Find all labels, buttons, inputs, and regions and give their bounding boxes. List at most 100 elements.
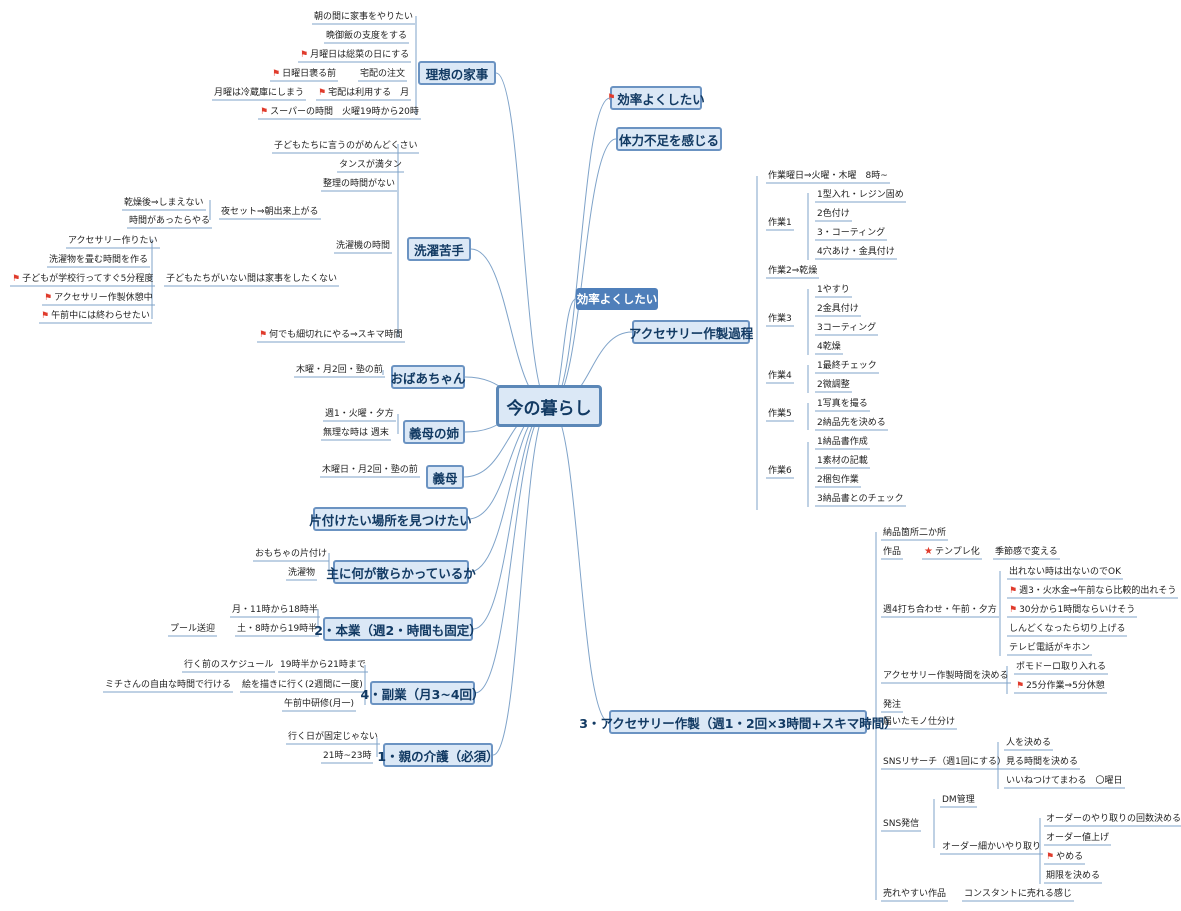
main-stamina[interactable]: 体力不足を感じる [616,127,722,151]
topic[interactable]: 週4打ち合わせ・午前・夕方 [883,605,997,615]
topic[interactable]: 1やすり [817,285,850,295]
topic[interactable]: ⚑スーパーの時間 火曜19時から20時 [258,106,421,118]
topic[interactable]: 1素材の記載 [817,456,868,466]
main-ideal-housework[interactable]: 理想の家事 [418,61,496,85]
topic[interactable]: 期限を決める [1046,871,1101,881]
topic[interactable]: ⚑アクセサリー作製休憩中 [42,292,155,304]
topic[interactable]: 時間があったらやる [129,216,211,226]
topic[interactable]: ミチさんの自由な時間で行ける [105,680,232,690]
main-main-job[interactable]: 2・本業（週2・時間も固定） [314,617,482,641]
topic[interactable]: アクセサリー作製時間を決める [883,671,1009,681]
topic[interactable]: 週1・火曜・夕方 [325,409,394,419]
topic[interactable]: ⚑30分から1時間ならいけそう [1007,604,1137,616]
topic[interactable]: 19時半から21時まで [280,660,366,670]
topic[interactable]: 夜セット⇒朝出来上がる [221,207,319,217]
topic[interactable]: ⚑子どもが学校行ってすぐ5分程度 [10,273,155,285]
topic[interactable]: 見る時間を決める [1006,757,1079,767]
topic[interactable]: 作業曜日⇒火曜・木曜 8時~ [768,171,888,181]
topic[interactable]: しんどくなったら切り上げる [1009,624,1126,634]
topic[interactable]: SNSリサーチ（週1回にする） [883,757,1006,767]
central-topic[interactable]: 今の暮らし [496,385,602,427]
topic[interactable]: 出れない時は出ないのでOK [1009,567,1121,577]
topic[interactable]: 1最終チェック [817,361,877,371]
main-find-place[interactable]: 片付けたい場所を見つけたい [309,507,472,531]
topic[interactable]: 1写真を撮る [817,399,868,409]
topic[interactable]: 整理の時間がない [323,179,396,189]
topic[interactable]: 2金具付け [817,304,859,314]
topic[interactable]: オーダー細かいやり取り [942,842,1042,852]
topic[interactable]: 発注 [883,700,902,710]
topic[interactable]: ⚑何でも細切れにやる⇒スキマ時間 [257,329,405,341]
topic[interactable]: 宅配の注文 [360,69,406,79]
topic[interactable]: 無理な時は 週末 [323,428,389,438]
main-sister-in-law[interactable]: 義母の姉 [403,420,465,444]
topic[interactable]: ⚑月曜日は総菜の日にする [298,49,411,61]
topic[interactable]: おもちゃの片付け [255,549,328,559]
topic[interactable]: ⚑宅配は利用する 月 [316,87,411,99]
topic[interactable]: 3コーティング [817,323,877,333]
topic[interactable]: 21時~23時 [323,751,372,761]
topic[interactable]: ⚑日曜日褒る前 [270,68,338,80]
topic[interactable]: 季節感で変える [995,547,1058,557]
topic[interactable]: 作業4 [768,371,792,381]
floating-label[interactable]: 効率よくしたい [576,288,658,310]
topic[interactable]: 木曜・月2回・塾の前 [296,365,383,375]
topic[interactable]: 4穴あけ・金具付け [817,247,895,257]
topic[interactable]: 洗濯物 [288,568,316,578]
topic[interactable]: 1納品書作成 [817,437,868,447]
main-care[interactable]: 1・親の介護（必須） [377,743,499,767]
topic[interactable]: テレビ電話がキホン [1009,643,1091,653]
topic[interactable]: ⚑週3・火水金⇒午前なら比較的出れそう [1007,585,1178,597]
topic[interactable]: 3納品書とのチェック [817,494,904,504]
topic[interactable]: 人を決める [1006,738,1052,748]
main-scattered[interactable]: 主に何が散らかっているか [326,560,476,584]
topic[interactable]: 作業3 [768,314,792,324]
topic[interactable]: 朝の間に家事をやりたい [314,12,414,22]
topic[interactable]: ポモドーロ取り入れる [1016,662,1107,672]
topic[interactable]: アクセサリー作りたい [68,236,158,246]
topic[interactable]: ⚑やめる [1044,851,1085,863]
topic[interactable]: SNS発信 [883,819,920,829]
topic[interactable]: ⚑午前中には終わらせたい [39,310,152,322]
main-laundry[interactable]: 洗濯苦手 [407,237,471,261]
topic[interactable]: 行く日が固定じゃない [288,732,379,742]
topic[interactable]: 4乾燥 [817,342,841,352]
topic[interactable]: 2微調整 [817,380,850,390]
topic[interactable]: 乾燥後⇒しまえない [124,198,204,208]
topic[interactable]: プール送迎 [170,624,216,634]
topic[interactable]: 洗濯機の時間 [336,241,391,251]
topic[interactable]: 晩御飯の支度をする [326,31,408,41]
topic[interactable]: 木曜日・月2回・塾の前 [322,465,418,475]
main-accessory-making[interactable]: 3・アクセサリー作製（週1・2回×3時間+スキマ時間） [579,710,897,734]
topic[interactable]: 納品箇所二か所 [883,528,947,538]
topic[interactable]: 届いたモノ仕分け [883,717,956,727]
topic[interactable]: 作業5 [768,409,792,419]
topic[interactable]: 作品 [883,547,902,557]
topic[interactable]: 洗濯物を畳む時間を作る [49,255,149,265]
topic[interactable]: 午前中研修(月一) [284,699,355,709]
topic[interactable]: 絵を描きに行く(2週間に一度) [242,680,363,690]
topic[interactable]: 子どもたちに言うのがめんどくさい [274,141,418,151]
topic[interactable]: オーダー値上げ [1046,833,1110,843]
topic[interactable]: いいねつけてまわる 〇曜日 [1006,776,1123,786]
topic[interactable]: タンスが満タン [339,160,402,170]
topic[interactable]: コンスタントに売れる感じ [964,889,1072,899]
topic[interactable]: 2色付け [817,209,850,219]
topic[interactable]: 作業6 [768,466,792,476]
topic[interactable]: 作業2⇒乾燥 [768,266,818,276]
topic[interactable]: 2納品先を決める [817,418,886,428]
topic[interactable]: 土・8時から19時半 [237,624,318,634]
topic[interactable]: 行く前のスケジュール [184,660,274,670]
topic[interactable]: 作業1 [768,218,792,228]
topic[interactable]: DM管理 [942,795,975,805]
topic[interactable]: 3・コーティング [817,228,886,238]
topic[interactable]: ⚑25分作業⇒5分休憩 [1014,680,1107,692]
topic[interactable]: 売れやすい作品 [883,889,947,899]
main-accessory-process[interactable]: アクセサリー作製過程 [629,320,753,344]
topic[interactable]: 子どもたちがいない間は家事をしたくない [166,274,338,284]
topic[interactable]: ★テンプレ化 [922,546,982,558]
topic[interactable]: 2梱包作業 [817,475,859,485]
main-grandma[interactable]: おばあちゃん [391,365,466,389]
main-side-job[interactable]: 4・副業（月3~4回） [360,681,485,705]
main-mother-in-law[interactable]: 義母 [426,465,464,489]
